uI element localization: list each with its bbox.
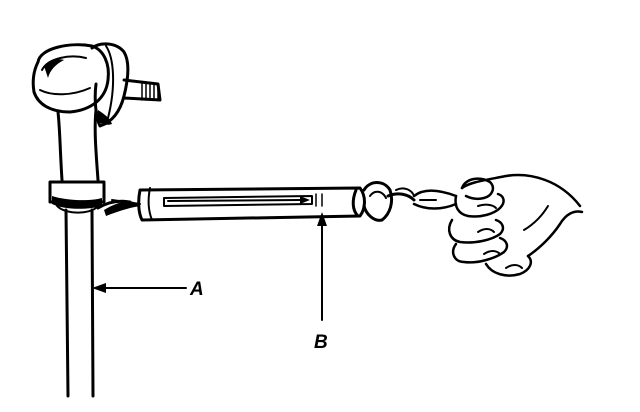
tie-rod-tube [64,208,95,398]
callout-a-label: A [189,279,204,300]
callout-a: A [92,279,204,300]
tie-rod-end [31,42,162,214]
callout-b-label: B [314,332,328,353]
callout-b: B [314,212,328,353]
spring-scale [96,181,458,222]
hand [448,173,584,277]
